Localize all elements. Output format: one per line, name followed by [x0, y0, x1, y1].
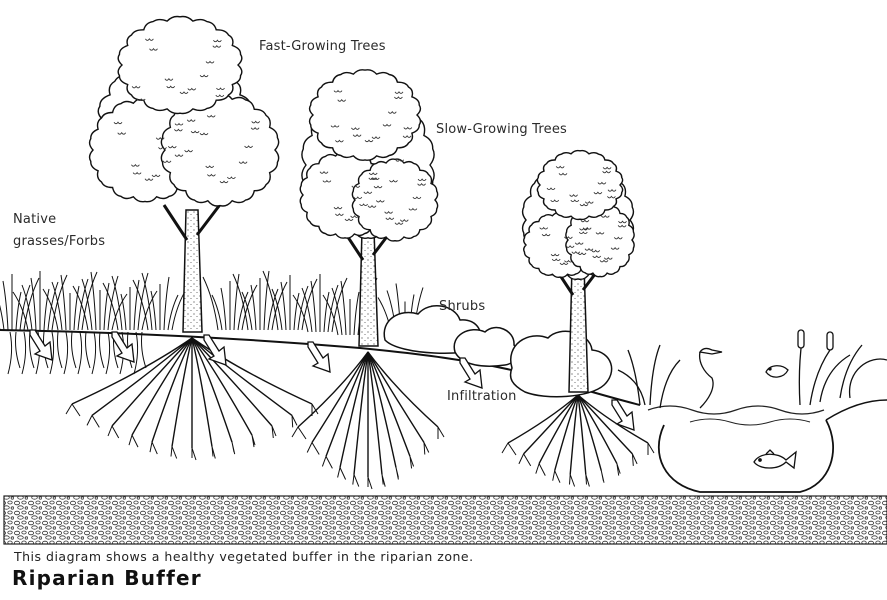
trees — [88, 15, 635, 393]
root-systems — [7, 331, 655, 490]
grass-icon — [202, 273, 258, 331]
grass-icon — [0, 274, 40, 331]
shrubs-label: Shrubs — [439, 299, 486, 314]
grass-icon — [292, 274, 348, 333]
arrow-down-icon — [111, 331, 135, 363]
grass-icon — [72, 271, 128, 331]
arrow-down-icon — [307, 341, 331, 373]
bird-icon — [765, 365, 789, 378]
arrow-down-icon — [459, 357, 483, 389]
slow-growing-trees-label: Slow-Growing Trees — [436, 122, 568, 137]
diagram-title: Riparian Buffer — [12, 566, 202, 590]
grass-icon — [42, 271, 98, 331]
fast-growing-trees-label: Fast-Growing Trees — [259, 39, 386, 54]
fish-icon — [753, 449, 797, 470]
grass-icon — [262, 270, 318, 331]
grass-icon — [12, 271, 68, 331]
grass-icon — [102, 272, 158, 331]
arrow-down-icon — [611, 399, 635, 431]
diagram-caption: This diagram shows a healthy vegetated b… — [14, 549, 474, 564]
tree-icon — [299, 69, 439, 347]
tree-icon — [88, 15, 280, 333]
cattail-icon — [617, 329, 887, 409]
heron-icon — [698, 347, 723, 409]
stream — [647, 399, 887, 493]
arrow-down-icon — [203, 334, 227, 366]
arrow-down-icon — [29, 329, 53, 361]
native-grasses-label-line2: grasses/Forbs — [13, 234, 106, 249]
infiltration-label: Infiltration — [447, 389, 517, 404]
tree-icon — [521, 149, 635, 393]
gravel-layer — [3, 495, 887, 545]
infiltration-arrows — [29, 329, 635, 431]
grass-icon — [232, 270, 288, 331]
native-grasses-label-line1: Native — [13, 212, 57, 227]
